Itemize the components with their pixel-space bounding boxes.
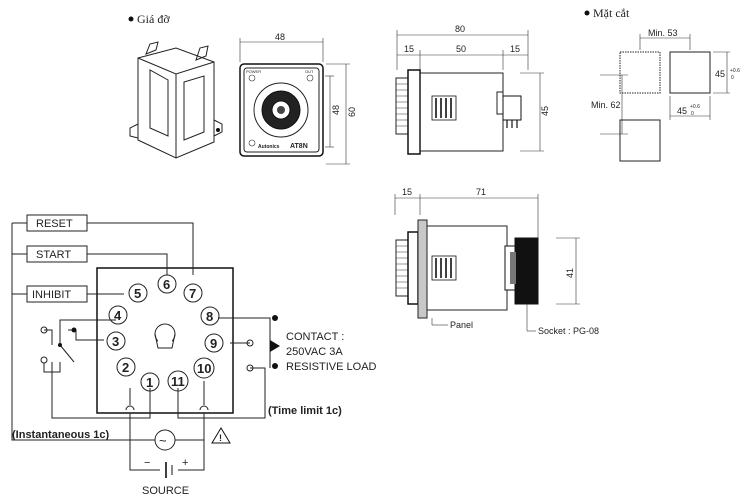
ac-source-icon	[154, 429, 176, 451]
socket-label: Socket : PG-08	[538, 326, 599, 336]
contact-line1: CONTACT :	[286, 331, 344, 343]
wiring-diagram: RESET START INHIBIT	[11, 214, 377, 497]
panel-dim-right: 71	[476, 187, 486, 197]
pins: 1 2 3 4 5 6 7 8 9 10 11	[106, 274, 224, 392]
cut-size-h: 45	[677, 106, 687, 116]
side-view: 80 15 50 15 45	[395, 24, 550, 155]
side-dim-mid: 50	[456, 44, 466, 54]
pin-5: 5	[134, 286, 141, 301]
inhibit-label: INHIBIT	[32, 289, 71, 301]
cutout-title: Mặt cắt	[593, 6, 630, 20]
ac-symbol: ~	[159, 433, 167, 448]
pin-8: 8	[206, 309, 213, 324]
pin-2: 2	[122, 360, 129, 375]
start-label: START	[36, 249, 71, 261]
pin-11: 11	[171, 374, 185, 389]
panel-dim-height: 41	[565, 268, 575, 278]
instantaneous-label: (Instantaneous 1c)	[12, 429, 110, 441]
reset-label: RESET	[36, 218, 73, 230]
panel-dim-left: 15	[402, 187, 412, 197]
cut-tol0-v: 0	[731, 75, 734, 81]
pin-1: 1	[146, 375, 153, 390]
side-dim-total: 80	[455, 24, 465, 34]
out-label: OUT	[305, 69, 314, 74]
warning-symbol: !	[219, 433, 222, 443]
warning-icon	[211, 427, 231, 444]
panel-mount-view: 15 71 41 Panel Socket : PG-08	[394, 187, 599, 336]
pin-7: 7	[189, 286, 196, 301]
plus-sign: +	[182, 457, 188, 469]
cut-tol0-h: 0	[691, 111, 694, 117]
contact-line2: 250VAC 3A	[286, 346, 343, 358]
panel-label: Panel	[450, 320, 473, 330]
pin-10: 10	[197, 361, 211, 376]
pin-4: 4	[114, 308, 122, 323]
side-dim-left: 15	[404, 44, 414, 54]
cutout-view: Mặt cắt Min. 53 Min. 62 45 +0.6 0 45 +0.…	[584, 6, 740, 162]
front-dim-height: 48	[331, 105, 341, 115]
front-view: 48 POWER OUT Autonics AT8N 48 60	[239, 32, 357, 165]
front-dim-width: 48	[275, 32, 285, 42]
pin-6: 6	[163, 277, 170, 292]
model-label: AT8N	[290, 143, 308, 150]
side-dim-height: 45	[540, 106, 550, 116]
source-label: SOURCE	[142, 485, 189, 497]
pin-3: 3	[112, 334, 119, 349]
cut-min-v: Min. 62	[591, 100, 621, 110]
pin-9: 9	[210, 336, 217, 351]
brand-label: Autonics	[258, 144, 280, 150]
minus-sign: −	[144, 457, 150, 469]
bracket-drawing: Giá đỡ	[128, 12, 223, 159]
power-label: POWER	[246, 69, 261, 74]
side-dim-right: 15	[510, 44, 520, 54]
cut-size-v: 45	[715, 69, 725, 79]
time-limit-label: (Time limit 1c)	[268, 405, 342, 417]
front-dim-total: 60	[347, 107, 357, 117]
bracket-title: Giá đỡ	[137, 12, 170, 26]
cut-min-h: Min. 53	[648, 28, 678, 38]
contact-line3: RESISTIVE LOAD	[286, 361, 377, 373]
cut-tol-h: +0.6	[690, 104, 700, 110]
cut-tol-v: +0.6	[730, 68, 740, 74]
